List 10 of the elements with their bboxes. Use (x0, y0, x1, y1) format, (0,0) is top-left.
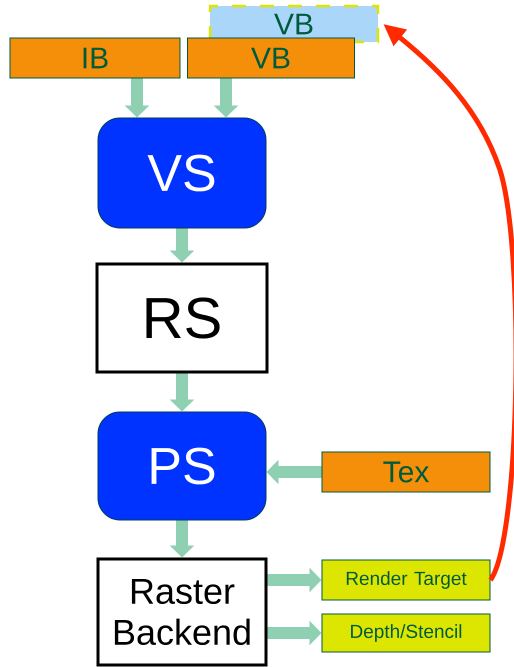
buffer-box: VB (208, 4, 380, 44)
output-box: Depth/Stencil (322, 614, 490, 652)
shader-box: PS (98, 412, 266, 520)
stage-box: RS (96, 262, 268, 374)
output-box: Render Target (322, 560, 490, 600)
input-box: VB (187, 38, 355, 78)
input-box: IB (10, 38, 180, 78)
stage-box: Raster Backend (96, 558, 268, 666)
input-box: Tex (322, 452, 490, 492)
shader-box: VS (98, 118, 266, 228)
